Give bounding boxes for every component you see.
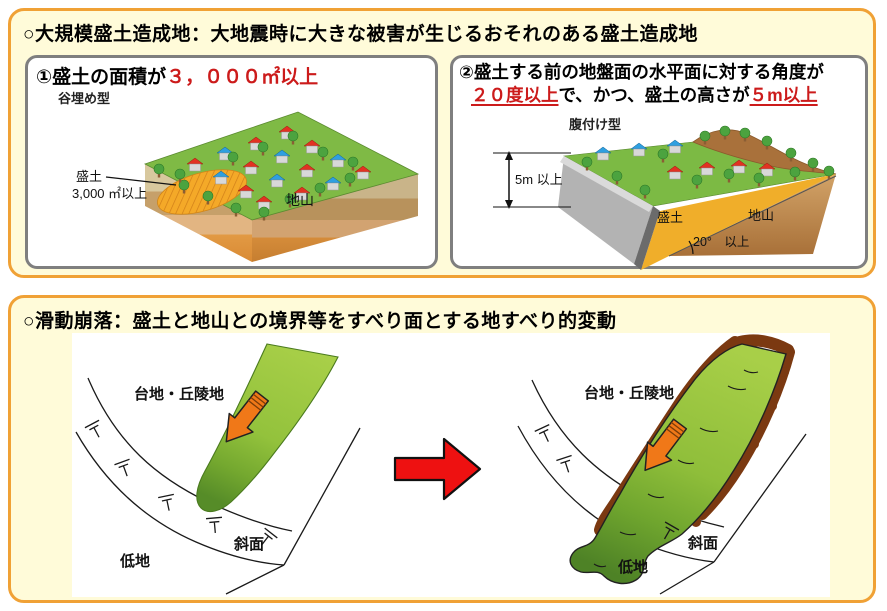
- height-value: ５m以上: [749, 85, 818, 105]
- valley-fill-illustration: 盛土 3,000 ㎡以上 地山: [72, 111, 420, 262]
- valley-fill-type-label: 谷埋め型: [58, 91, 111, 106]
- slope-boundary-line: [668, 175, 837, 257]
- fill-face: [641, 174, 836, 270]
- abutting-fill-heading: ②盛土する前の地盤面の水平面に対する角度が ２０度以上で、かつ、盛土の高さが５m…: [459, 61, 824, 107]
- gray-cut-shadow: [634, 206, 660, 270]
- fill-area-label: 3,000 ㎡以上: [72, 186, 147, 201]
- slope-label: 斜面: [233, 535, 264, 553]
- angle-label: 20° 以上: [693, 235, 749, 249]
- fill-leader-line: [105, 176, 177, 186]
- dimension-arrow-down-icon: [505, 200, 513, 209]
- height-dimension: 5m 以上: [493, 151, 571, 209]
- large-fill-title: ○大規模盛土造成地：大地震時に大きな被害が生じるおそれのある盛土造成地: [23, 24, 698, 45]
- gray-cut-face: [558, 156, 653, 264]
- plateau-label: 台地・丘陵地: [134, 385, 224, 403]
- angle-arc: [688, 240, 694, 255]
- heading-prefix: ①盛土の面積が: [36, 67, 167, 88]
- slid-fill-mass: [569, 343, 787, 585]
- dimension-arrow-up-icon: [505, 151, 513, 160]
- crack-marks: [593, 369, 759, 568]
- fill-tongue: [196, 343, 339, 513]
- gray-cut-highlight: [560, 156, 653, 212]
- fill-label: 盛土: [657, 210, 683, 225]
- after-slide-illustration: 台地・丘陵地 低地 斜面: [517, 334, 807, 595]
- abutting-fill-type-label: 腹付け型: [569, 117, 622, 132]
- large-fill-panel: ○大規模盛土造成地：大地震時に大きな被害が生じるおそれのある盛土造成地 ①盛土の…: [8, 8, 876, 278]
- natural-ground-label: 地山: [748, 208, 774, 223]
- height-label: 5m 以上: [515, 172, 563, 187]
- heading-line1: ②盛土する前の地盤面の水平面に対する角度が: [459, 62, 824, 82]
- fill-label: 盛土: [76, 169, 102, 184]
- heading-area-value: ３，０００㎡以上: [166, 67, 319, 88]
- valley-fill-heading: ①盛土の面積が３，０００㎡以上: [36, 62, 318, 89]
- plateau-label: 台地・丘陵地: [584, 384, 674, 402]
- angle-value: ２０度以上: [471, 85, 559, 105]
- lowland-label: 低地: [119, 552, 150, 570]
- red-arrow-icon: [393, 437, 482, 501]
- wedge-block: [558, 129, 837, 270]
- transition-arrow: [393, 437, 482, 501]
- slope-label: 斜面: [687, 534, 718, 552]
- heading-line2: ２０度以上で、かつ、盛土の高さが５m以上: [459, 84, 824, 107]
- before-slide-illustration: 台地・丘陵地 低地 斜面: [75, 343, 361, 595]
- sliding-collapse-title: ○滑動崩落：盛土と地山との境界等をすべり面とする地すべり的変動: [23, 311, 617, 332]
- abutting-fill-illustration: 5m 以上 盛土 地山 20° 以上: [493, 125, 837, 270]
- natural-ground-label: 地山: [286, 192, 314, 208]
- block-right-face: [252, 174, 418, 262]
- abutting-fill-box: ②盛土する前の地盤面の水平面に対する角度が ２０度以上で、かつ、盛土の高さが５m…: [450, 55, 868, 270]
- valley-fill-box: ①盛土の面積が３，０００㎡以上 谷埋め型: [25, 55, 438, 269]
- heading-middle: で、かつ、盛土の高さが: [558, 85, 750, 105]
- lowland-label: 低地: [617, 558, 648, 576]
